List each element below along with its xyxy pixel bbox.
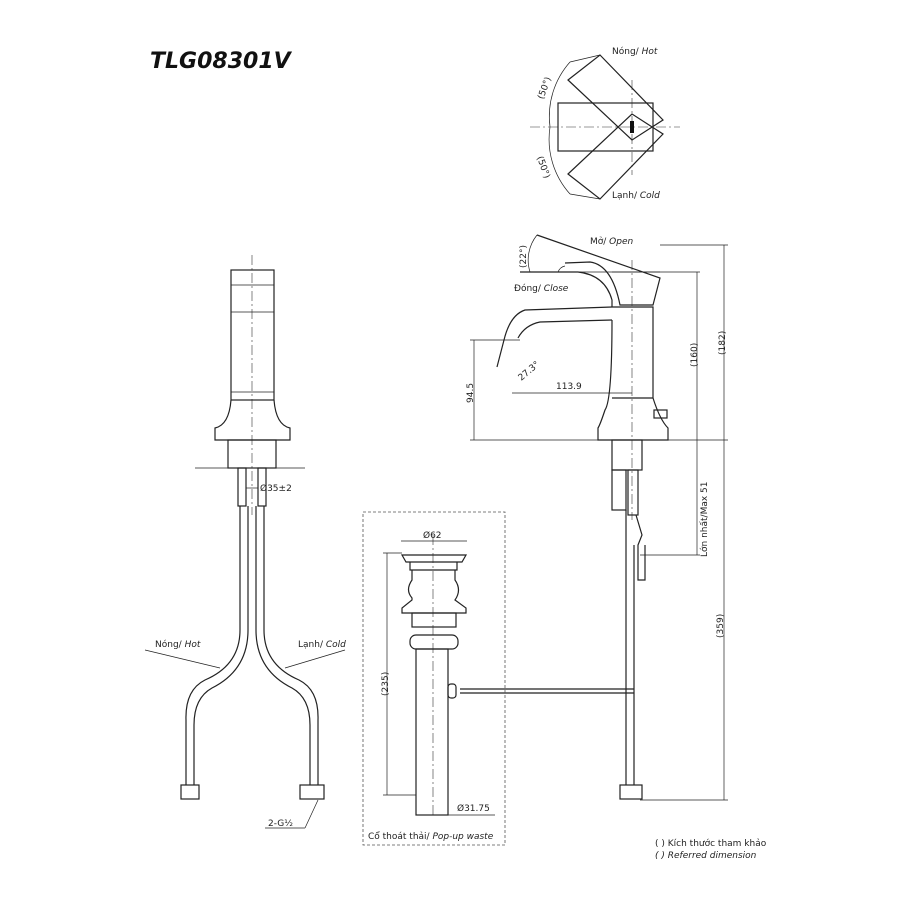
top-view: (50°) (50°) Nóng/ Hot Lạnh/ Cold [530,46,680,201]
pipe-diameter-label: Ø31.75 [457,803,490,814]
cold-angle-label: (50°) [534,155,551,180]
total-height-label: (182) [718,331,728,355]
hole-diameter-label: Ø35±2 [260,483,292,494]
spout-height-label: 94.5 [466,383,476,403]
hot-angle-label: (50°) [537,76,554,101]
waste-length-label: (235) [381,672,391,696]
top-diameter-label: Ø62 [423,530,442,541]
popup-caption: Cổ thoát thải/ Pop-up waste [368,831,494,842]
legend-vi: ( ) Kích thước tham khảo [655,838,767,849]
lever-angle-label: (22°) [519,245,529,268]
top-hot-label: Nóng/ Hot [612,46,658,57]
hose-length-label: (359) [716,614,726,638]
legend-en: ( ) Referred dimension [655,851,757,861]
front-hot-label: Nóng/ Hot [155,639,201,650]
model-title: TLG08301V [150,49,293,74]
front-cold-label: Lạnh/ Cold [298,640,346,650]
body-height-label: (160) [690,343,700,367]
thread-label: 2-G½ [268,819,293,829]
max-thickness-label: Lớn nhất/Max 51 [699,482,710,558]
close-label: Đóng/ Close [514,283,569,294]
spout-angle-label: 27.3° [517,360,542,383]
spout-reach-label: 113.9 [556,382,582,392]
front-view: Ø35±2 Nóng/ Hot Lạnh/ Cold 2-G½ [144,255,346,829]
top-cold-label: Lạnh/ Cold [612,191,660,201]
popup-waste: Ø62 (235) Ø31.75 Cổ thoát thải/ Pop-up w… [362,511,506,846]
side-view: (22°) Mở/ Open Đóng/ Close 27.3° 94.5 11… [460,234,728,801]
open-label: Mở/ Open [590,236,634,247]
